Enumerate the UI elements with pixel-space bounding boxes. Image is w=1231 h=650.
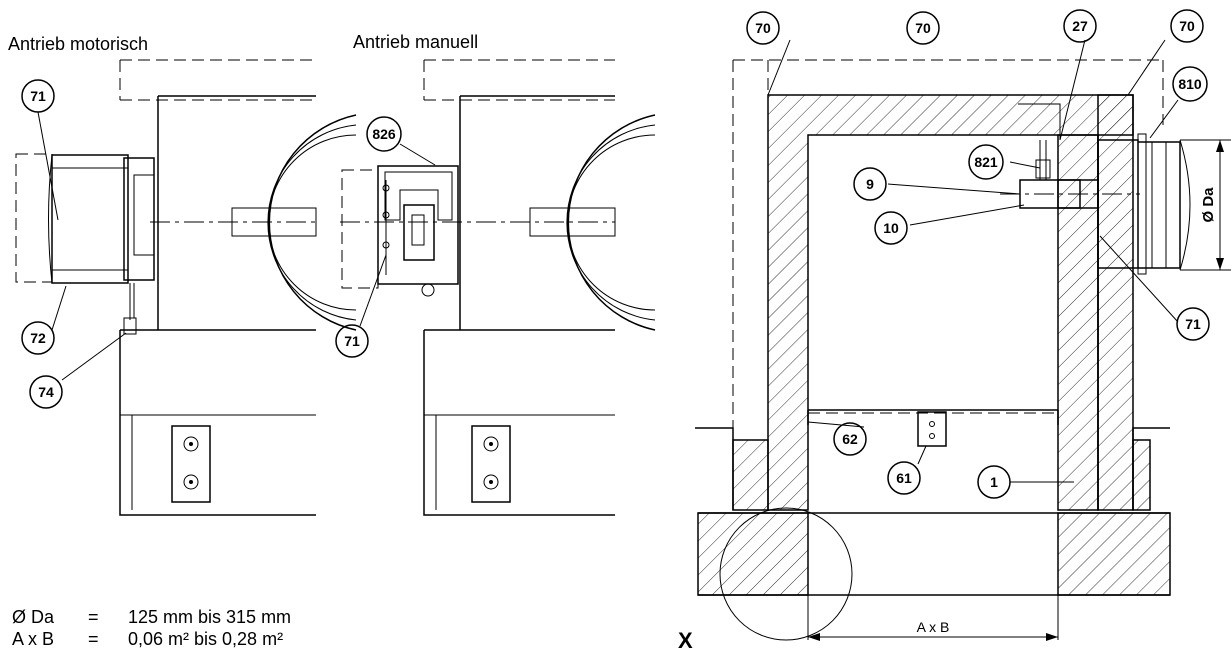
callout-71-motor (21, 79, 55, 113)
callout-826 (366, 116, 402, 152)
callout-74-label: 74 (38, 384, 54, 400)
spec-lines: Ø Da = 125 mm bis 315 mm A x B = 0,06 m²… (12, 607, 291, 649)
section-view: Ø Da A x B X (678, 39, 1231, 650)
callout-62 (833, 422, 867, 456)
callout-821-label: 821 (974, 154, 998, 170)
callouts: 70 70 27 70 810 821 9 10 71 62 61 1 71 7… (21, 9, 1210, 499)
callout-70a-label: 70 (755, 20, 771, 36)
detail-circle (719, 507, 853, 641)
callout-9-label: 9 (866, 176, 874, 192)
callout-61-label: 61 (896, 470, 912, 486)
spec-1-value: 125 mm bis 315 mm (128, 607, 291, 627)
callout-9 (853, 167, 887, 201)
spec-1-symbol: Ø Da (12, 607, 55, 627)
callout-70b-label: 70 (915, 20, 931, 36)
callout-71-manual-label: 71 (344, 333, 360, 349)
spec-1-eq: = (88, 607, 99, 627)
detail-x-label: X (678, 628, 693, 650)
spec-2-value: 0,06 m² bis 0,28 m² (128, 629, 283, 649)
motor-drive-view: Antrieb motorisch (8, 34, 357, 516)
callout-70a (746, 11, 780, 45)
callout-74 (29, 375, 63, 409)
callout-10-label: 10 (883, 220, 899, 236)
callout-61 (887, 461, 921, 495)
diameter-dimension-label: Ø Da (1200, 187, 1217, 223)
callout-826-label: 826 (372, 126, 396, 142)
callout-71-motor-label: 71 (30, 88, 46, 104)
callout-70c-label: 70 (1179, 18, 1195, 34)
callout-27 (1063, 9, 1097, 43)
callout-72 (21, 321, 55, 355)
drive-motor-label: Antrieb motorisch (8, 34, 148, 54)
drive-manual-label: Antrieb manuell (353, 32, 478, 52)
manual-drive-view: Antrieb manuell (340, 32, 656, 516)
callout-72-label: 72 (30, 330, 46, 346)
callout-1-label: 1 (990, 474, 998, 490)
callout-810 (1172, 66, 1208, 102)
callout-27-label: 27 (1072, 18, 1088, 34)
callout-71-manual (335, 324, 369, 358)
callout-71-section-label: 71 (1185, 316, 1201, 332)
callout-71-section (1176, 307, 1210, 341)
spec-2-eq: = (88, 629, 99, 649)
callout-70b (906, 11, 940, 45)
callout-10 (874, 211, 908, 245)
callout-821 (968, 144, 1004, 180)
ab-dimension-label: A x B (917, 619, 950, 635)
spec-2-symbol: A x B (12, 629, 54, 649)
callout-70c (1170, 9, 1204, 43)
callout-1 (977, 465, 1011, 499)
callout-810-label: 810 (1178, 76, 1202, 92)
callout-62-label: 62 (842, 431, 858, 447)
